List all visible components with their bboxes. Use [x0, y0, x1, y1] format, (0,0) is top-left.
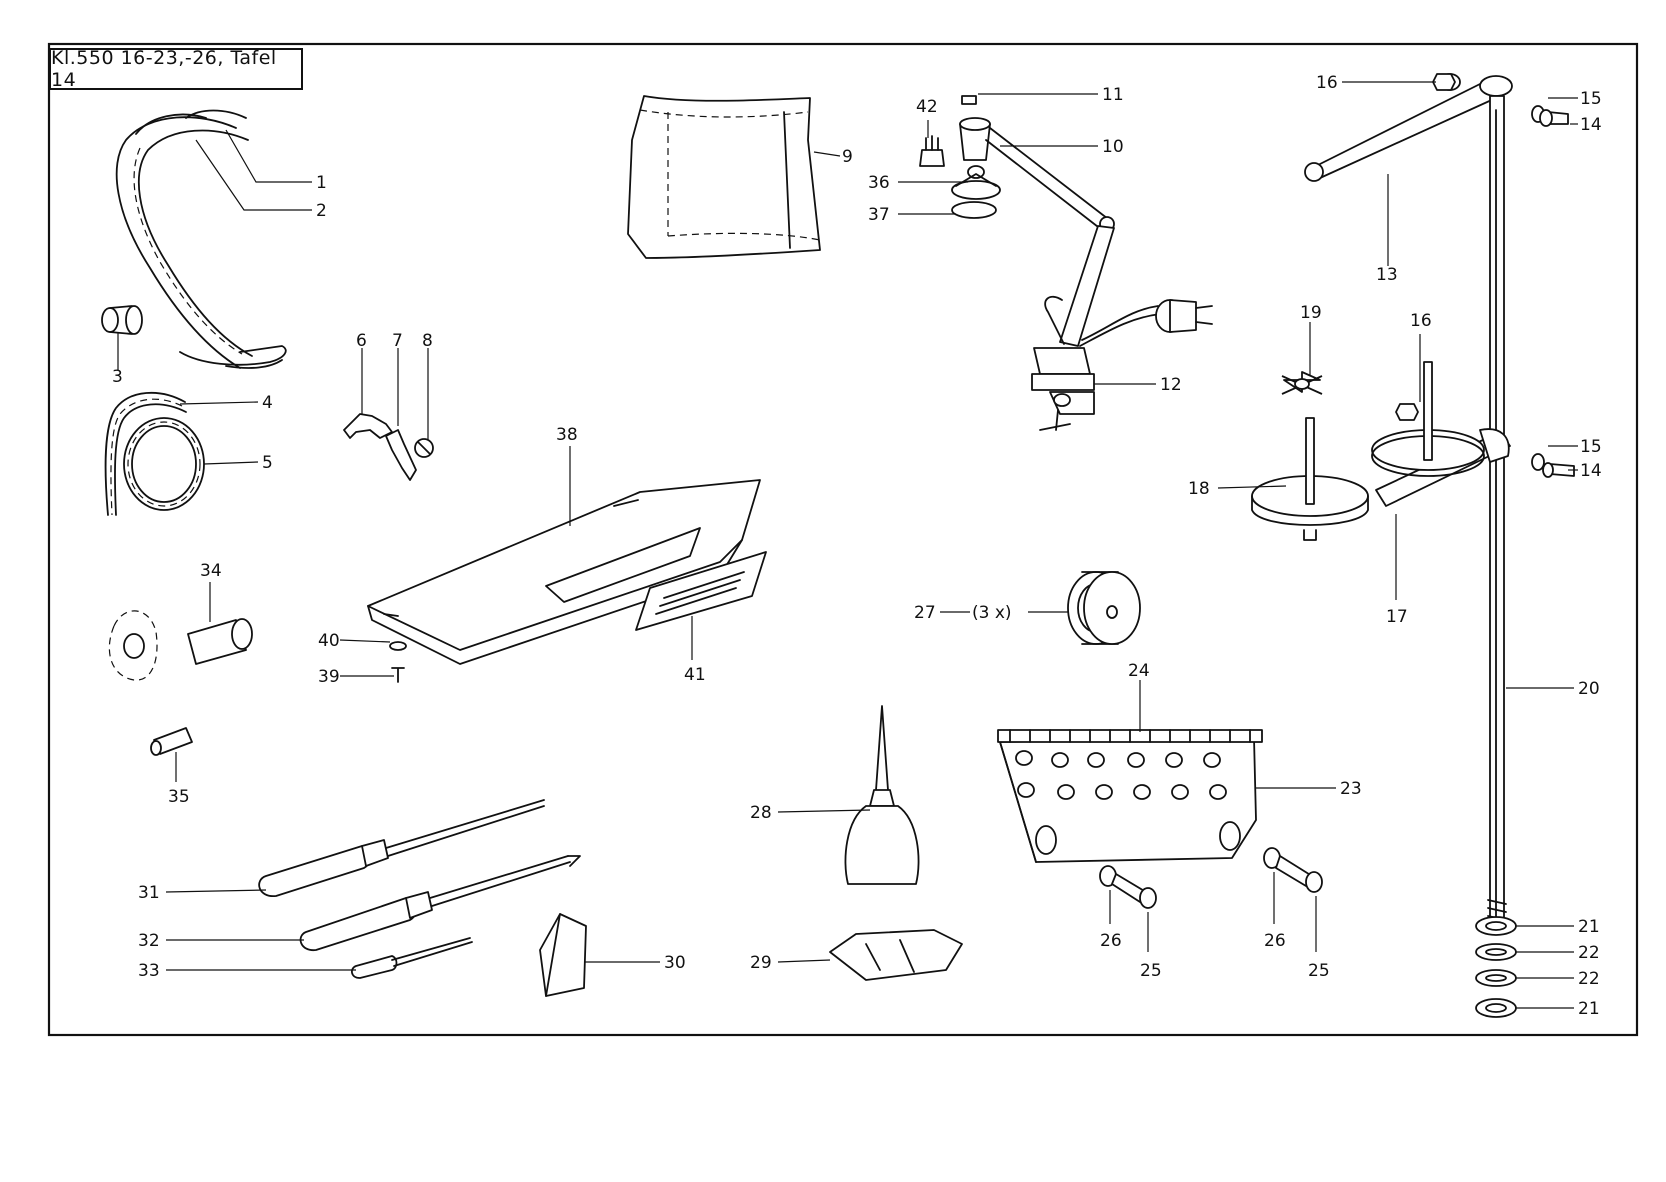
callout-33: 33: [138, 961, 160, 981]
callout-10: 10: [1102, 137, 1124, 157]
callout-18: 18: [1188, 479, 1210, 499]
callout-6: 6: [356, 331, 367, 351]
part-grease-pack: [829, 929, 963, 981]
leader-lines: [117, 81, 1578, 1009]
part-lamp: [919, 95, 1213, 431]
part-hinge-stud: [108, 610, 253, 681]
part-belt-guard: [367, 479, 767, 683]
callout-1: 1: [316, 173, 327, 193]
callout-25-right: 25: [1308, 961, 1330, 981]
callout-14-top: 14: [1580, 115, 1602, 135]
callout-14-lower: 14: [1580, 461, 1602, 481]
callout-labels: 1 2 3 4 5 6 7 8 9 10 11 12 13 14 14 15 1…: [112, 73, 1602, 1019]
callout-35: 35: [168, 787, 190, 807]
callout-2: 2: [316, 201, 327, 221]
callout-25-left: 25: [1140, 961, 1162, 981]
callout-22-bottom: 22: [1578, 969, 1600, 989]
callout-34: 34: [200, 561, 222, 581]
callout-24: 24: [1128, 661, 1150, 681]
part-bobbin: [1067, 571, 1141, 645]
callout-9: 9: [842, 147, 853, 167]
callout-31: 31: [138, 883, 160, 903]
part-belt-ring: [104, 391, 205, 516]
part-toothed-belts: [115, 109, 287, 369]
part-hinge-plate: [997, 729, 1323, 909]
callout-16-plate: 16: [1410, 311, 1432, 331]
callout-29: 29: [750, 953, 772, 973]
callout-15-top: 15: [1580, 89, 1602, 109]
part-clamp-bracket: [343, 413, 434, 481]
callout-19: 19: [1300, 303, 1322, 323]
callout-16-top: 16: [1316, 73, 1338, 93]
callout-11: 11: [1102, 85, 1124, 105]
callout-12: 12: [1160, 375, 1182, 395]
callout-15-lower: 15: [1580, 437, 1602, 457]
callout-41: 41: [684, 665, 706, 685]
callout-27-quantity: (3 x): [972, 603, 1012, 623]
callout-23: 23: [1340, 779, 1362, 799]
drawing-frame: [47, 42, 1639, 1037]
callout-7: 7: [392, 331, 403, 351]
callout-36: 36: [868, 173, 890, 193]
part-thread-stand: [1251, 73, 1575, 1018]
callout-13: 13: [1376, 265, 1398, 285]
callout-27: 27: [914, 603, 936, 623]
callout-42: 42: [916, 97, 938, 117]
callout-22-top: 22: [1578, 943, 1600, 963]
part-fuse: [150, 727, 193, 756]
part-oil-can: [844, 705, 920, 885]
callout-37: 37: [868, 205, 890, 225]
callout-26-right: 26: [1264, 931, 1286, 951]
callout-21-bottom: 21: [1578, 999, 1600, 1019]
callout-39: 39: [318, 667, 340, 687]
callout-30: 30: [664, 953, 686, 973]
callout-38: 38: [556, 425, 578, 445]
sheet-title: Kl.550 16-23,-26, Tafel 14: [49, 47, 303, 91]
part-screwdrivers: [258, 799, 581, 979]
callout-28: 28: [750, 803, 772, 823]
part-sleeve: [101, 305, 143, 335]
callout-20: 20: [1578, 679, 1600, 699]
callout-40: 40: [318, 631, 340, 651]
callout-5: 5: [262, 453, 273, 473]
callout-21-top: 21: [1578, 917, 1600, 937]
callout-4: 4: [262, 393, 273, 413]
callout-8: 8: [422, 331, 433, 351]
part-knob: [539, 913, 587, 997]
callout-3: 3: [112, 367, 123, 387]
callout-17: 17: [1386, 607, 1408, 627]
callout-26-left: 26: [1100, 931, 1122, 951]
callout-32: 32: [138, 931, 160, 951]
part-dust-cover: [627, 95, 821, 259]
